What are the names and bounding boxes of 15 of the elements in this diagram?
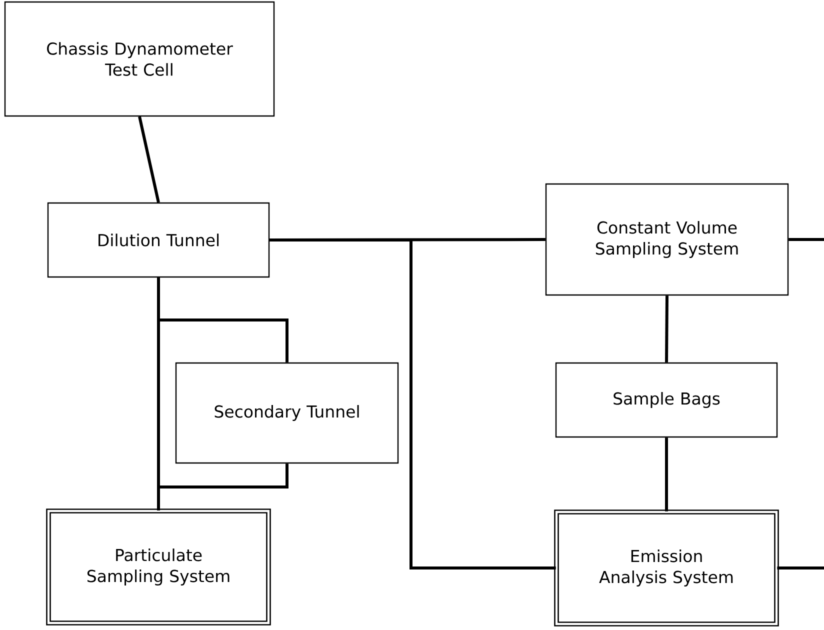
process-box: Chassis Dynamometer Test Cell (4, 1, 275, 117)
connector-line (788, 238, 824, 241)
connector-line (157, 278, 288, 362)
connector-line (665, 438, 668, 512)
process-box: Secondary Tunnel (175, 362, 399, 464)
connector-line (777, 566, 824, 570)
system-box: Particulate Sampling System (46, 508, 271, 626)
system-box: Emission Analysis System (554, 510, 779, 626)
process-box: Dilution Tunnel (47, 202, 270, 278)
process-box: Constant Volume Sampling System (545, 183, 789, 296)
connector-line (157, 464, 288, 510)
connector-line (138, 116, 160, 203)
process-box: Sample Bags (555, 362, 778, 438)
connector-line (665, 296, 668, 362)
connector-line (270, 238, 556, 570)
